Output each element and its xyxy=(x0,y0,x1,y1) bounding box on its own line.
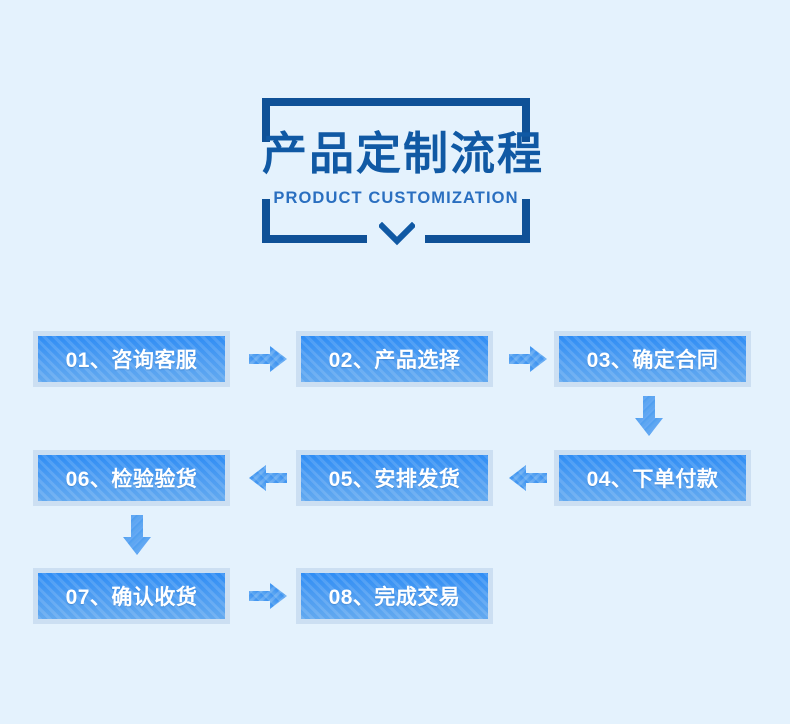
step-box-08[interactable]: 08、完成交易 xyxy=(296,568,493,624)
frame-top-bar xyxy=(262,98,530,106)
frame-bottom-right-stem xyxy=(522,199,530,243)
arrow-right-icon-07-to-08 xyxy=(249,581,287,611)
step-box-02[interactable]: 02、产品选择 xyxy=(296,331,493,387)
chevron-down-icon xyxy=(377,221,417,248)
arrow-left-icon-05-to-06 xyxy=(249,463,287,493)
step-box-04[interactable]: 04、下单付款 xyxy=(554,450,751,506)
step-box-07[interactable]: 07、确认收货 xyxy=(33,568,230,624)
step-label-06: 06、检验验货 xyxy=(65,468,198,491)
arrow-down-icon-03-to-04 xyxy=(634,396,664,436)
arrow-right-icon-01-to-02 xyxy=(249,344,287,374)
step-label-08: 08、完成交易 xyxy=(328,586,461,609)
step-label-03: 03、确定合同 xyxy=(586,349,719,372)
step-label-04: 04、下单付款 xyxy=(586,468,719,491)
step-box-03[interactable]: 03、确定合同 xyxy=(554,331,751,387)
step-label-02: 02、产品选择 xyxy=(328,349,461,372)
step-box-01[interactable]: 01、咨询客服 xyxy=(33,331,230,387)
step-box-05[interactable]: 05、安排发货 xyxy=(296,450,493,506)
step-label-05: 05、安排发货 xyxy=(328,468,461,491)
step-label-07: 07、确认收货 xyxy=(65,586,198,609)
arrow-right-icon-02-to-03 xyxy=(509,344,547,374)
frame-bottom-left-stem xyxy=(262,199,270,243)
frame-top-right-stem xyxy=(522,98,530,142)
page-title: 产品定制流程 xyxy=(262,128,545,179)
frame-bottom-right-bar xyxy=(425,235,530,243)
header-block: 产品定制流程 PRODUCT CUSTOMIZATION xyxy=(262,98,545,246)
step-box-06[interactable]: 06、检验验货 xyxy=(33,450,230,506)
arrow-down-icon-06-to-07 xyxy=(122,515,152,555)
frame-top-left-stem xyxy=(262,98,270,142)
frame-bottom-left-bar xyxy=(262,235,367,243)
step-label-01: 01、咨询客服 xyxy=(65,349,198,372)
arrow-left-icon-04-to-05 xyxy=(509,463,547,493)
page-subtitle: PRODUCT CUSTOMIZATION xyxy=(273,189,519,207)
